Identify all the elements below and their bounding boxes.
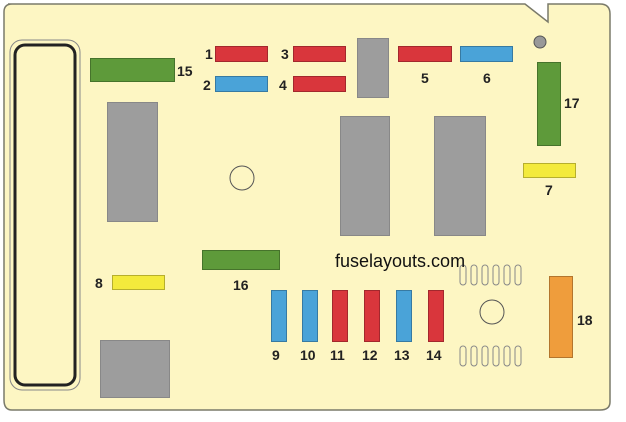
fuse-label-8: 8 [95, 275, 103, 291]
fuse-label-5: 5 [421, 70, 429, 86]
pin-slot [492, 345, 500, 367]
pin-slot [470, 345, 478, 367]
fuse-7 [523, 163, 576, 178]
fuse-label-3: 3 [281, 46, 289, 62]
fuse-1 [215, 46, 268, 62]
pin-slot [459, 264, 467, 286]
fuse-label-11: 11 [330, 347, 345, 363]
relay-block [357, 38, 389, 98]
connector [13, 43, 77, 387]
fuse-5 [398, 46, 452, 62]
relay-block [340, 116, 390, 236]
fuse-label-12: 12 [362, 347, 378, 363]
fuse-label-7: 7 [545, 182, 553, 198]
pin-slot [503, 345, 511, 367]
pin-slot [459, 345, 467, 367]
fuse-10 [302, 290, 318, 342]
fuse-3 [293, 46, 346, 62]
fuse-15 [90, 58, 175, 82]
fuse-11 [332, 290, 348, 342]
pin-slot [503, 264, 511, 286]
pin-slot [470, 264, 478, 286]
fuse-label-4: 4 [279, 77, 287, 93]
fuse-label-18: 18 [577, 312, 593, 328]
fuse-6 [460, 46, 513, 62]
fuse-label-17: 17 [564, 95, 580, 111]
fuse-18 [549, 276, 573, 358]
fuse-label-2: 2 [203, 77, 211, 93]
fuse-8 [112, 275, 165, 290]
fuse-label-1: 1 [205, 46, 213, 62]
fuse-16 [202, 250, 280, 270]
fuse-label-6: 6 [483, 70, 491, 86]
pin-slot [514, 264, 522, 286]
relay-block [434, 116, 486, 236]
pin-slot [514, 345, 522, 367]
fuse-label-13: 13 [394, 347, 410, 363]
fuse-13 [396, 290, 412, 342]
fuse-17 [537, 62, 561, 146]
fuse-label-16: 16 [233, 277, 249, 293]
fuse-4 [293, 76, 346, 92]
fuse-label-14: 14 [426, 347, 442, 363]
fuse-2 [215, 76, 268, 92]
watermark-site: fuselayouts.com [335, 251, 466, 271]
fuse-9 [271, 290, 287, 342]
fuse-14 [428, 290, 444, 342]
fuse-label-10: 10 [300, 347, 316, 363]
pin-slot [481, 345, 489, 367]
relay-block [107, 102, 158, 222]
hole [479, 299, 505, 325]
fuse-12 [364, 290, 380, 342]
relay-block [100, 340, 170, 398]
fuse-label-15: 15 [177, 63, 193, 79]
fuse-label-9: 9 [272, 347, 280, 363]
mount-hole [533, 35, 547, 49]
pin-slot [492, 264, 500, 286]
pin-slot [481, 264, 489, 286]
hole [229, 165, 255, 191]
